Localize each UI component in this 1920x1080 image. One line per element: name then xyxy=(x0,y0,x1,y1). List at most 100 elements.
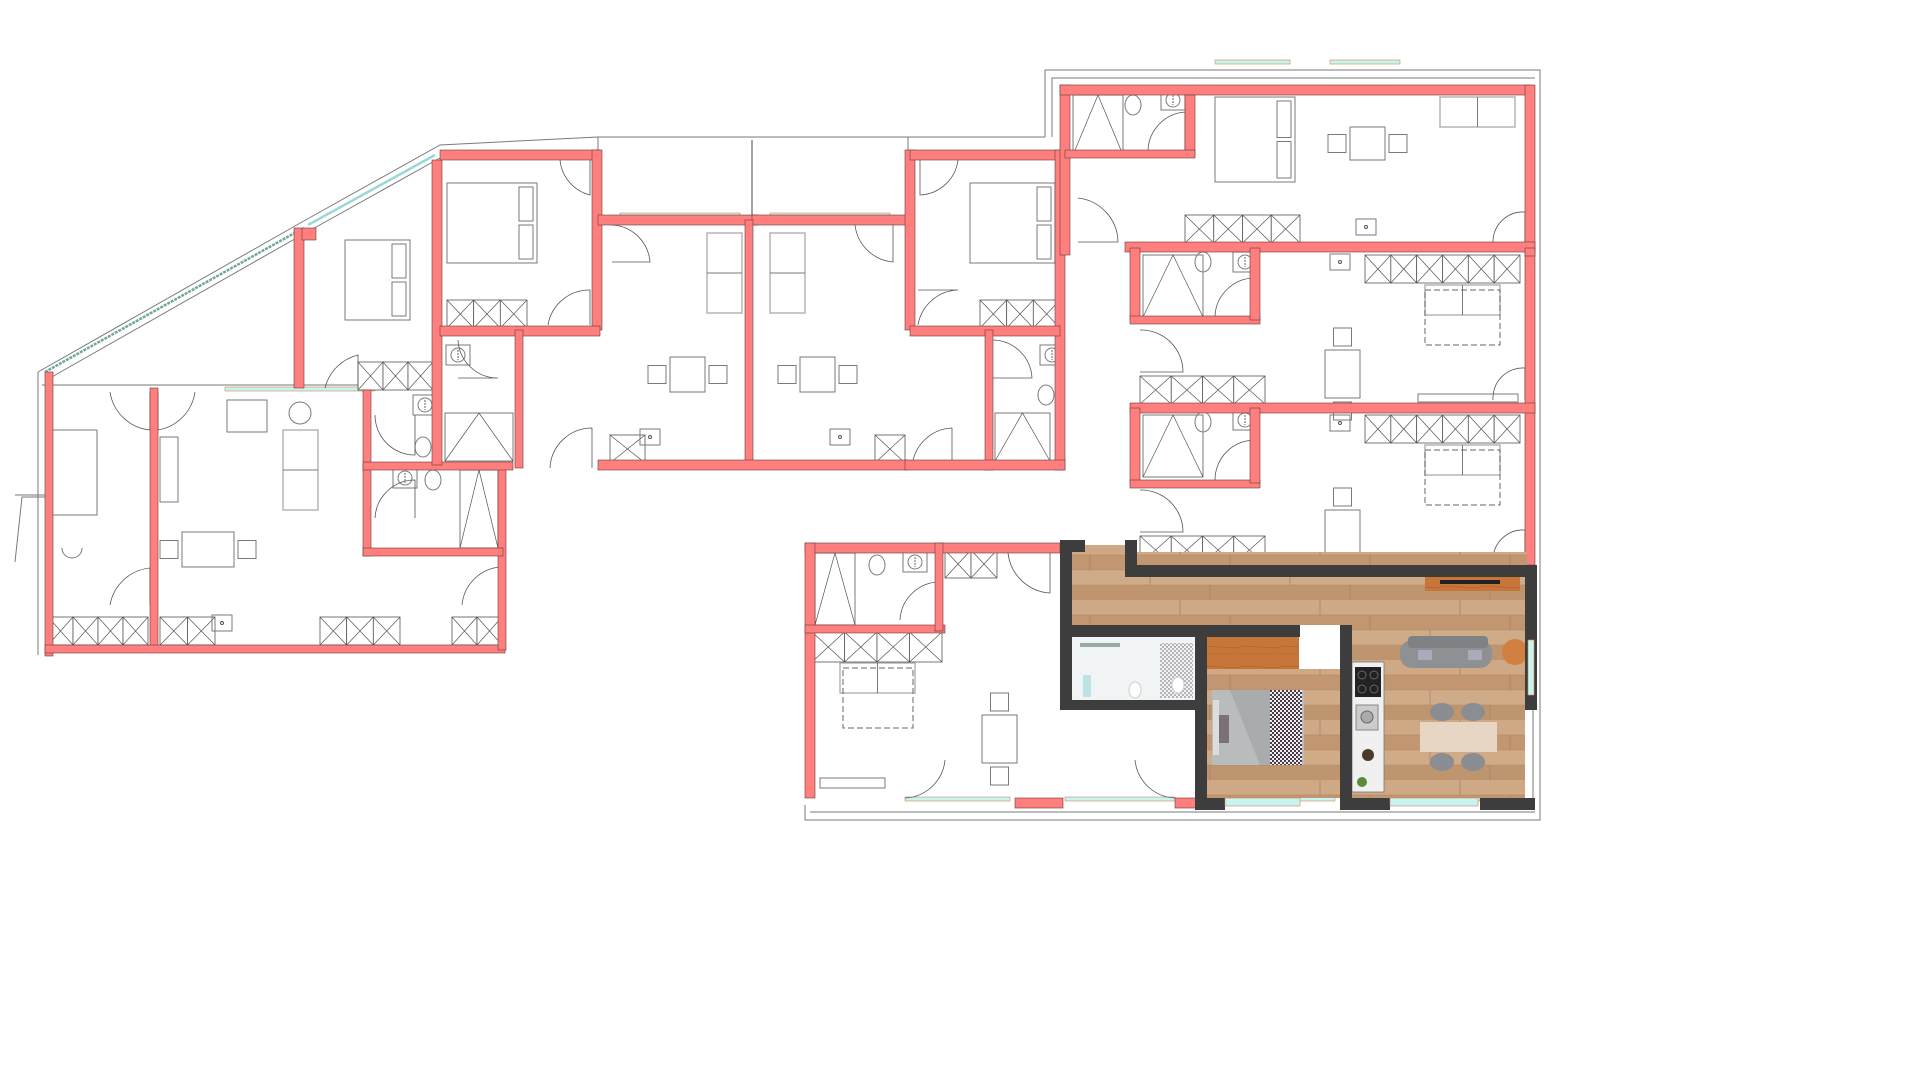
bench-icon xyxy=(159,436,179,503)
side-table xyxy=(1502,639,1528,665)
dark-wall-segment xyxy=(1480,798,1535,810)
wall-segment xyxy=(1129,407,1141,484)
wall-segment xyxy=(514,329,524,469)
wall-segment xyxy=(591,149,603,331)
wardrobe-icon xyxy=(451,616,503,646)
shower-icon xyxy=(459,469,499,549)
dining-table-icon xyxy=(1327,126,1408,161)
diagonal-window xyxy=(44,153,436,374)
wardrobe-icon xyxy=(979,299,1061,329)
armchair-icon xyxy=(226,399,268,433)
bed-icon xyxy=(1214,96,1296,183)
wall-segment xyxy=(293,227,305,389)
dark-wall-segment xyxy=(1195,625,1207,810)
sink-icon xyxy=(1329,414,1351,432)
toilet-icon xyxy=(1037,384,1055,406)
wall-segment xyxy=(44,371,54,657)
furniture xyxy=(47,89,1521,789)
wardrobe-icon xyxy=(446,299,528,329)
dark-wall-segment xyxy=(1060,700,1200,710)
washbasin-icon xyxy=(445,344,471,366)
wall-segment xyxy=(597,459,909,471)
wall-segment xyxy=(1129,479,1261,489)
kitchen-counter xyxy=(1351,661,1385,793)
wall-segment xyxy=(804,624,946,634)
sink-icon xyxy=(1355,218,1377,236)
wall-segment xyxy=(301,227,317,241)
bed xyxy=(1212,690,1304,765)
wardrobe-icon xyxy=(1184,214,1301,244)
bed-icon xyxy=(446,182,538,264)
wall-segment xyxy=(1129,247,1141,321)
wardrobe-icon xyxy=(874,434,906,464)
dark-wall-segment xyxy=(1060,540,1085,552)
wardrobe-icon xyxy=(1139,375,1266,405)
wall-segment xyxy=(1014,797,1064,809)
wall-segment xyxy=(44,644,506,654)
wall-segment xyxy=(1524,84,1536,566)
wall-segment xyxy=(984,329,994,471)
dining-table-icon xyxy=(777,356,858,393)
shower-icon xyxy=(994,412,1051,462)
dark-wall-segment xyxy=(1340,625,1352,810)
sofa-icon xyxy=(1439,96,1516,128)
sink-icon xyxy=(639,428,661,446)
toilet-icon xyxy=(424,469,442,491)
wall-segment xyxy=(904,149,916,331)
wall-segment xyxy=(744,219,754,466)
bed-icon xyxy=(969,182,1056,264)
chair-icon xyxy=(61,547,83,559)
window xyxy=(1329,59,1401,65)
wardrobe-icon xyxy=(357,361,434,391)
wall-segment xyxy=(1059,84,1071,256)
shower-icon xyxy=(444,412,514,462)
wall-segment xyxy=(934,542,944,632)
shower-icon xyxy=(1142,414,1204,478)
wall-segment xyxy=(439,149,601,161)
wall-segment xyxy=(1129,315,1261,325)
sofa-bed-outline xyxy=(842,667,914,729)
wall-segment xyxy=(362,547,504,557)
dark-wall-segment xyxy=(1340,798,1390,810)
highlighted-apartment-walls xyxy=(1060,540,1537,810)
sink-icon xyxy=(211,614,233,632)
dark-wall-segment xyxy=(1060,625,1300,637)
wardrobe-icon xyxy=(159,616,216,646)
sofa-bed-outline xyxy=(1424,449,1501,506)
wall-segment xyxy=(1249,407,1261,484)
dark-wall-segment xyxy=(1125,540,1137,570)
shower-icon xyxy=(1142,254,1204,318)
washbasin-icon xyxy=(392,467,418,489)
sofa-icon xyxy=(706,232,743,314)
wall-segment xyxy=(431,159,443,466)
sink-icon xyxy=(1329,253,1351,271)
washbasin-icon xyxy=(902,551,928,573)
wall-segment xyxy=(1249,247,1261,321)
dark-wall-segment xyxy=(1060,540,1072,705)
dining-table-icon xyxy=(159,531,257,568)
wall-segment xyxy=(1124,241,1536,253)
shower-icon xyxy=(814,551,856,626)
sofa-icon xyxy=(769,232,806,314)
window xyxy=(904,796,1011,802)
dark-wall-segment xyxy=(1200,798,1225,810)
wardrobe-floor xyxy=(1207,637,1299,669)
wardrobe-icon xyxy=(319,616,401,646)
toilet-icon xyxy=(1124,94,1142,116)
sofa-icon xyxy=(282,429,319,511)
washing-area-icon xyxy=(51,429,98,516)
sofa-icon xyxy=(839,662,916,694)
sink-icon xyxy=(829,428,851,446)
toilet-icon xyxy=(868,554,886,576)
wall-segment xyxy=(497,467,507,651)
dining-table-icon xyxy=(981,692,1018,786)
sideboard-icon xyxy=(1417,393,1519,403)
bed-icon xyxy=(344,239,411,321)
entry-niche-floor xyxy=(1085,545,1125,565)
window xyxy=(1214,59,1291,65)
wardrobe-icon xyxy=(1364,254,1521,284)
sofa xyxy=(1400,636,1492,668)
wardrobe-icon xyxy=(944,549,998,579)
wall-segment xyxy=(751,214,913,226)
